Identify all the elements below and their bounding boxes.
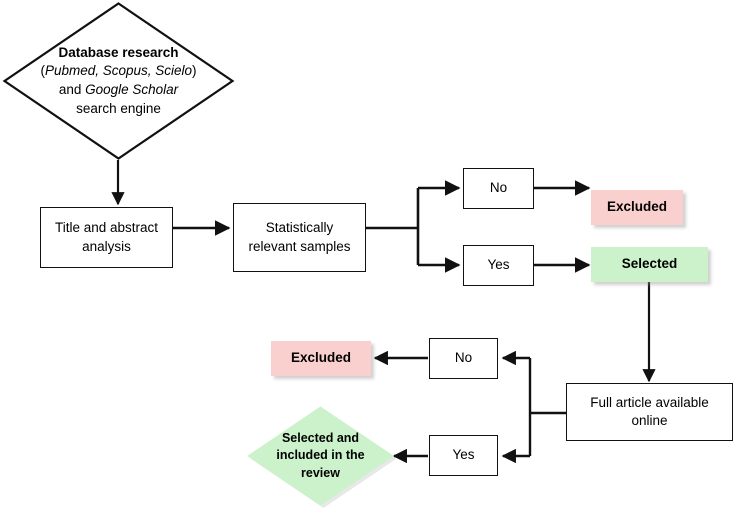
db-line-3: and Google Scholar <box>59 81 178 100</box>
node-excluded-bottom: Excluded <box>271 341 371 376</box>
node-title-abstract-analysis: Title and abstract analysis <box>40 207 173 268</box>
node-decision-yes-top: Yes <box>463 245 534 286</box>
db-line-1: Database research <box>58 44 178 63</box>
db-line-2: (Pubmed, Scopus, Scielo) <box>40 62 196 81</box>
sel-inc-line-3: review <box>301 465 340 480</box>
yes-bottom-label: Yes <box>452 447 475 463</box>
title-abstract-line-2: analysis <box>82 238 131 254</box>
diamond-shape-database-research <box>2 2 235 160</box>
stats-line-2: relevant samples <box>248 238 351 254</box>
node-full-article-available-online: Full article available online <box>566 383 733 441</box>
node-decision-no-top: No <box>463 168 534 209</box>
db-search-engine-text: search engine <box>76 100 161 116</box>
no-top-label: No <box>489 180 508 196</box>
db-paren-close: ) <box>192 63 197 79</box>
sel-inc-line-2: included in the <box>276 448 365 463</box>
node-decision-yes-bottom: Yes <box>429 435 498 476</box>
stats-line-1: Statistically <box>265 220 334 236</box>
full-article-line-1: Full article available <box>590 394 709 410</box>
db-line-4: search engine <box>76 100 161 119</box>
node-database-research: Database research (Pubmed, Scopus, Sciel… <box>2 2 235 160</box>
excluded-bottom-label: Excluded <box>290 350 352 366</box>
db-databases-text: Pubmed, Scopus, Scielo <box>44 63 193 79</box>
db-paren-open: ( <box>40 63 45 79</box>
sel-inc-line-1: Selected and <box>281 431 360 446</box>
yes-top-label: Yes <box>487 257 510 273</box>
title-abstract-line-1: Title and abstract <box>54 220 159 236</box>
diamond-shape-selected-included <box>247 406 396 508</box>
db-and-text: and <box>58 82 86 97</box>
node-statistically-relevant-samples: Statistically relevant samples <box>233 203 366 272</box>
full-article-line-2: online <box>631 413 668 428</box>
node-selected-included: Selected and included in the review <box>247 406 396 509</box>
excluded-top-label: Excluded <box>606 199 668 215</box>
selected-label: Selected <box>621 256 678 272</box>
node-selected: Selected <box>591 247 708 282</box>
db-title-text: Database research <box>58 44 179 60</box>
no-bottom-label: No <box>454 350 473 366</box>
db-google-scholar-text: Google Scholar <box>85 82 179 97</box>
node-excluded-top: Excluded <box>591 190 683 225</box>
node-decision-no-bottom: No <box>429 338 498 379</box>
